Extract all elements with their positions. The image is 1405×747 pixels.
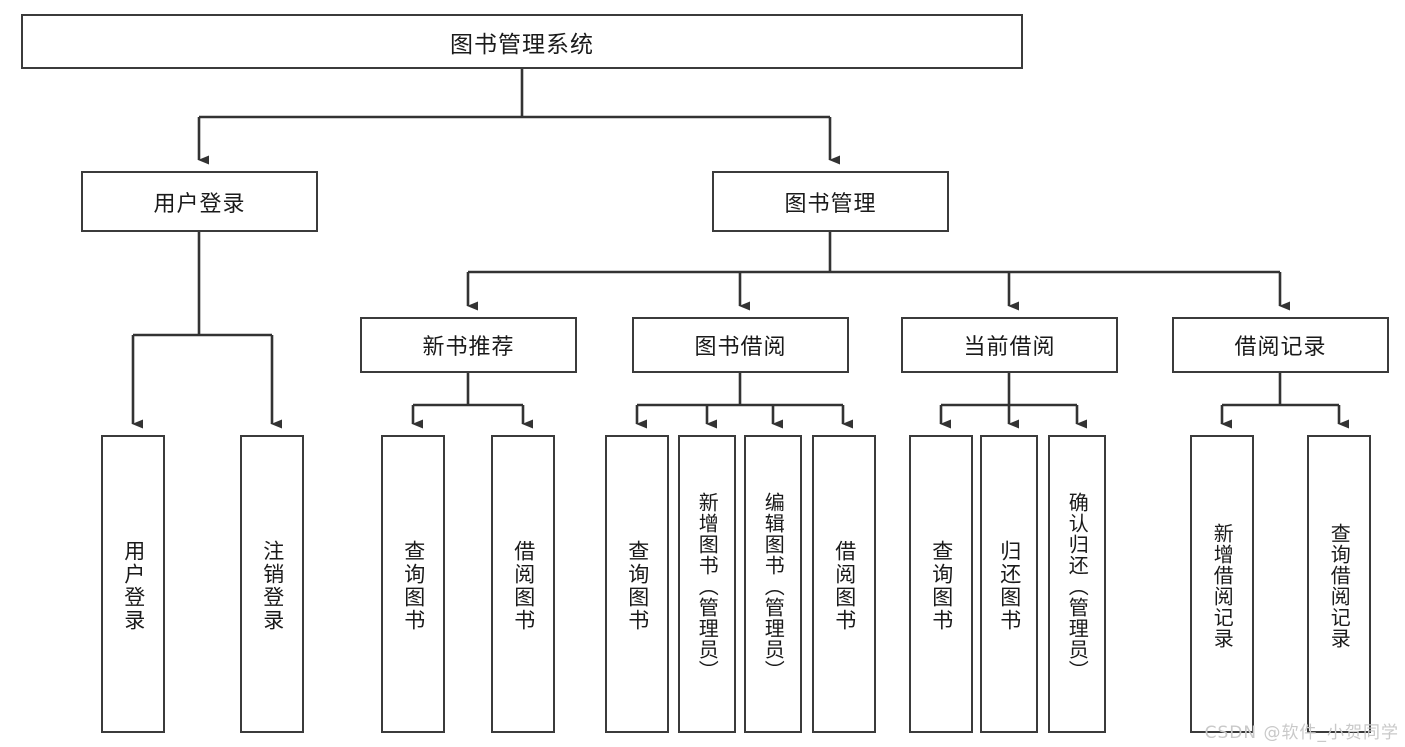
leaf-newbook-query-book[interactable]: 查询图书 (381, 435, 445, 733)
leaf-user-login[interactable]: 用户登录 (101, 435, 165, 733)
leaf-borrow-edit-book-admin[interactable]: 编辑图书（管理员） (744, 435, 802, 733)
leaf-label: 查询图书 (401, 540, 426, 632)
node-new-book-recommend[interactable]: 新书推荐 (360, 317, 577, 373)
leaf-borrow-add-book-admin[interactable]: 新增图书（管理员） (678, 435, 736, 733)
node-book-borrow[interactable]: 图书借阅 (632, 317, 849, 373)
leaf-label: 借阅图书 (511, 540, 536, 632)
leaf-current-query-book[interactable]: 查询图书 (909, 435, 973, 733)
leaf-borrow-query-book[interactable]: 查询图书 (605, 435, 669, 733)
leaf-logout-login[interactable]: 注销登录 (240, 435, 304, 733)
node-book-management[interactable]: 图书管理 (712, 171, 949, 232)
leaf-label: 归还图书 (997, 540, 1022, 632)
node-borrow-record[interactable]: 借阅记录 (1172, 317, 1389, 373)
leaf-label: 查询图书 (929, 540, 954, 632)
node-current-borrow[interactable]: 当前借阅 (901, 317, 1118, 373)
leaf-label: 查询借阅记录 (1327, 523, 1352, 649)
leaf-label: 借阅图书 (832, 540, 857, 632)
leaf-current-return-book[interactable]: 归还图书 (980, 435, 1038, 733)
csdn-watermark: CSDN @软件_小贺同学 (1204, 723, 1399, 743)
leaf-label: 查询图书 (625, 540, 650, 632)
node-root-system[interactable]: 图书管理系统 (21, 14, 1023, 69)
leaf-label: 编辑图书（管理员） (761, 491, 786, 681)
leaf-newbook-borrow-book[interactable]: 借阅图书 (491, 435, 555, 733)
leaf-label: 新增借阅记录 (1210, 523, 1235, 649)
leaf-label: 确认归还（管理员） (1065, 491, 1090, 681)
node-user-login[interactable]: 用户登录 (81, 171, 318, 232)
leaf-borrow-borrow-book[interactable]: 借阅图书 (812, 435, 876, 733)
leaf-record-add-record[interactable]: 新增借阅记录 (1190, 435, 1254, 733)
leaf-label: 新增图书（管理员） (695, 491, 720, 681)
leaf-label: 注销登录 (260, 540, 285, 632)
leaf-record-query-record[interactable]: 查询借阅记录 (1307, 435, 1371, 733)
leaf-current-confirm-return-admin[interactable]: 确认归还（管理员） (1048, 435, 1106, 733)
leaf-label: 用户登录 (121, 540, 146, 632)
